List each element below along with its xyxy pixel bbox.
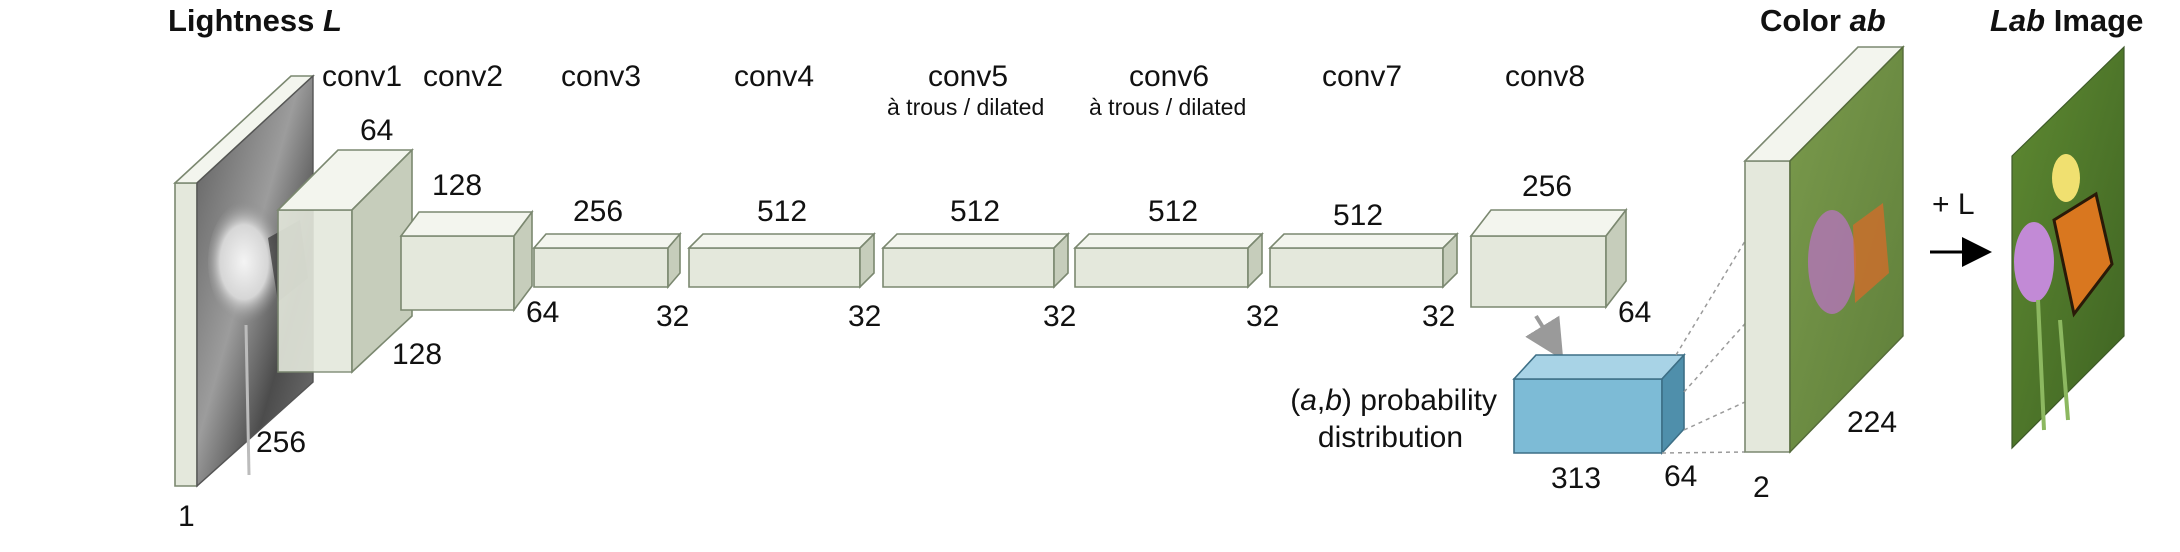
color-ab-title: Color ab	[1760, 3, 1886, 38]
conv4-name: conv4	[734, 60, 814, 93]
conv8-width: 256	[1522, 170, 1572, 203]
conv5-subtitle: à trous / dilated	[887, 94, 1044, 120]
ab-flower-hue	[1808, 210, 1856, 314]
distribution-label-line1: (a,b) probability	[1290, 384, 1497, 417]
conv5-depth: 32	[1043, 300, 1076, 333]
conv1-block	[276, 148, 414, 374]
conv5-block	[881, 232, 1070, 289]
conv6-subtitle: à trous / dilated	[1089, 94, 1246, 120]
conv6-depth: 32	[1246, 300, 1279, 333]
distribution-bins-label: 313	[1551, 462, 1601, 495]
conv6-block	[1073, 232, 1264, 289]
conv1-width: 64	[360, 114, 393, 147]
input-height-label: 256	[256, 426, 306, 459]
lab-image-slab	[2011, 45, 2125, 450]
lab-thistle-flower	[2014, 222, 2054, 302]
conv5-width: 512	[950, 195, 1000, 228]
conv7-width: 512	[1333, 199, 1383, 232]
conv4-block	[687, 232, 876, 289]
distribution-label-line2: distribution	[1318, 421, 1463, 454]
plus-l-label: + L	[1932, 188, 1975, 221]
conv1-height: 128	[392, 338, 442, 371]
color-ab-size-label: 224	[1847, 406, 1897, 439]
conv7-name: conv7	[1322, 60, 1402, 93]
conv4-depth: 32	[848, 300, 881, 333]
conv3-name: conv3	[561, 60, 641, 93]
conv7-block	[1268, 232, 1459, 289]
distribution-depth-label: 64	[1664, 460, 1697, 493]
input-channels-label: 1	[178, 500, 195, 533]
conv4-width: 512	[757, 195, 807, 228]
conv2-depth: 64	[526, 296, 559, 329]
input-title: Lightness L	[168, 3, 342, 38]
lab-image-title: Lab Image	[1990, 3, 2143, 38]
color-ab-channels-label: 2	[1753, 471, 1770, 504]
conv5-name: conv5	[928, 60, 1008, 93]
grayscale-thistle-flower	[208, 200, 288, 324]
conv8-to-distribution-arrow	[1525, 314, 1564, 361]
color-ab-slab	[1743, 45, 1905, 454]
conv8-depth: 64	[1618, 296, 1651, 329]
conv3-depth: 32	[656, 300, 689, 333]
conv8-block	[1469, 207, 1628, 310]
lab-yellow-flower	[2052, 154, 2080, 202]
lab-butterfly	[2052, 191, 2114, 318]
conv3-width: 256	[573, 195, 623, 228]
conv3-block	[532, 231, 682, 290]
ab-butterfly-hue	[1853, 203, 1889, 303]
conv2-block	[399, 209, 534, 313]
conv1-name: conv1	[322, 60, 402, 93]
conv6-name: conv6	[1129, 60, 1209, 93]
conv8-name: conv8	[1505, 60, 1585, 93]
conv2-width: 128	[432, 169, 482, 202]
conv6-width: 512	[1148, 195, 1198, 228]
conv7-depth: 32	[1422, 300, 1455, 333]
probability-distribution-block	[1512, 352, 1686, 456]
conv2-name: conv2	[423, 60, 503, 93]
